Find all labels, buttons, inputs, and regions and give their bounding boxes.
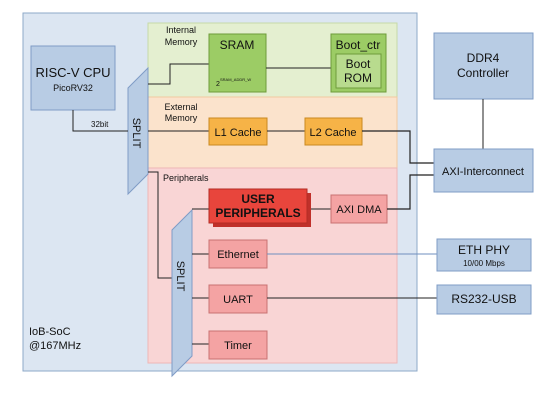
l1-cache-label: L1 Cache xyxy=(214,127,261,139)
boot-ctr-label: Boot_ctr xyxy=(336,38,381,52)
soc-clock: @167MHz xyxy=(29,340,81,352)
axi-dma-label: AXI DMA xyxy=(336,204,382,216)
cpu-core: PicoRV32 xyxy=(53,83,93,93)
eth-phy-speed: 10/00 Mbps xyxy=(463,259,505,268)
timer-label: Timer xyxy=(224,340,252,352)
dma-to-axi-line xyxy=(387,174,434,210)
uart-label: UART xyxy=(223,294,253,306)
timer-box xyxy=(208,330,268,360)
internal-memory-label-1: Internal xyxy=(166,25,196,35)
uart-box xyxy=(208,284,268,314)
split-top-label: SPLIT xyxy=(130,118,142,149)
eth-phy-label: ETH PHY xyxy=(458,243,510,257)
user-peripherals-label-2: PERIPHERALS xyxy=(215,206,300,220)
boot-rom-label-2: ROM xyxy=(344,71,372,85)
cpu-title: RISC-V CPU xyxy=(35,65,110,80)
ddr4-label-1: DDR4 xyxy=(467,51,500,65)
split-periph-label: SPLIT xyxy=(174,261,186,292)
rs232-usb-label: RS232-USB xyxy=(451,292,516,306)
axi-interconnect-box xyxy=(433,148,534,193)
split-top xyxy=(127,66,149,196)
ethernet-box xyxy=(208,239,268,269)
sram-box xyxy=(208,33,267,93)
ddr4-controller-box xyxy=(433,32,534,100)
l2-cache-label: L2 Cache xyxy=(309,127,356,139)
sram-label: SRAM xyxy=(220,38,255,52)
user-peripherals-box xyxy=(208,188,308,224)
external-memory-label-1: External xyxy=(164,102,197,112)
boot-rom-label-1: Boot xyxy=(346,57,371,71)
l2-to-axi-line xyxy=(362,130,434,164)
boot-rom-box xyxy=(335,53,382,89)
eth-phy-box xyxy=(436,238,532,272)
external-memory-label-2: Memory xyxy=(165,113,198,123)
peripherals-label: Peripherals xyxy=(163,173,209,183)
cpu-bus-width: 32bit xyxy=(91,120,109,129)
split-periph xyxy=(171,208,193,378)
l2-cache-box xyxy=(304,117,363,146)
soc-name: IoB-SoC xyxy=(29,326,71,338)
cpu-box xyxy=(30,45,116,111)
axi-interconnect-label: AXI-Interconnect xyxy=(442,166,524,178)
ddr4-label-2: Controller xyxy=(457,66,509,80)
ethernet-label: Ethernet xyxy=(217,249,259,261)
rs232-usb-box xyxy=(436,284,532,315)
internal-memory-label-2: Memory xyxy=(165,37,198,47)
user-peripherals-label-1: USER xyxy=(241,192,275,206)
split-to-periph-line xyxy=(148,171,176,279)
sram-size-base: 2 xyxy=(216,81,220,88)
sram-size-exp: SRAM_ADDR_W xyxy=(220,77,251,82)
split-to-sram-line xyxy=(148,63,209,85)
cpu-bus-line xyxy=(72,110,128,132)
